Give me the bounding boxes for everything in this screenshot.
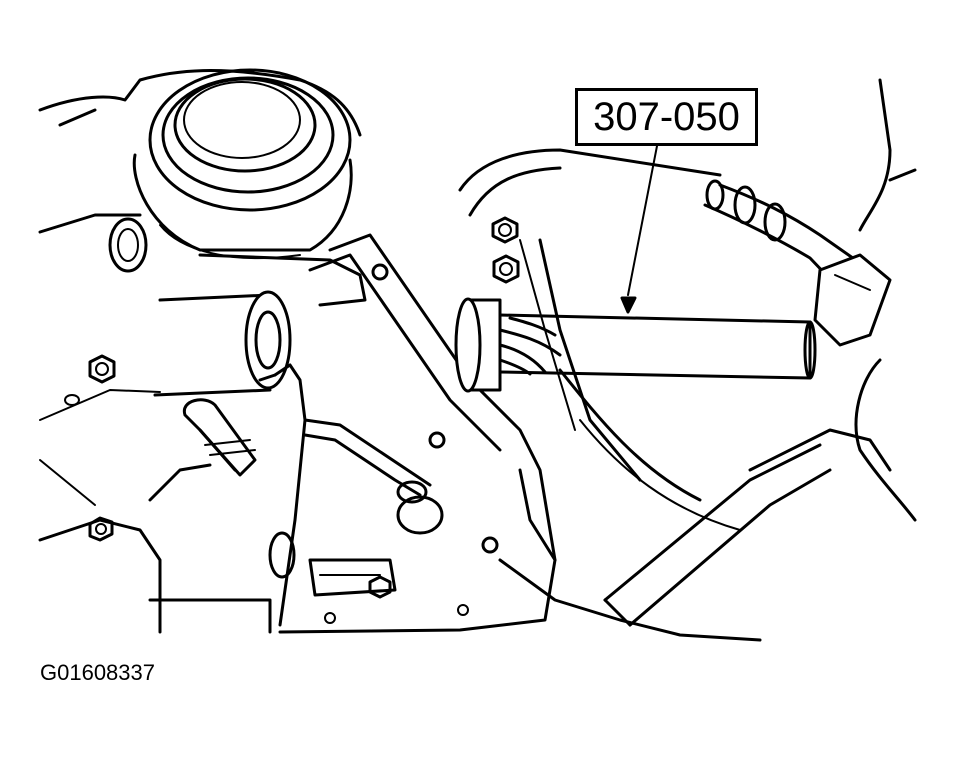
installer-tool [454, 297, 817, 393]
tube-bracket [258, 363, 444, 627]
tool-number-label: 307-050 [593, 94, 740, 139]
hose-fitting [703, 179, 892, 347]
callout-leader-arrow [620, 145, 658, 314]
engine-block-outline [38, 69, 362, 634]
upper-boss [132, 68, 353, 260]
mount-sleeve [108, 217, 367, 397]
pry-bar [603, 443, 832, 627]
figure-id-label: G01608337 [40, 660, 155, 685]
hex-bolts [88, 216, 520, 599]
crankcase-contours [458, 78, 917, 642]
tool-number-callout: 307-050 [575, 88, 758, 146]
oil-pan-flange [64, 233, 557, 634]
sensor-connector [148, 398, 257, 502]
